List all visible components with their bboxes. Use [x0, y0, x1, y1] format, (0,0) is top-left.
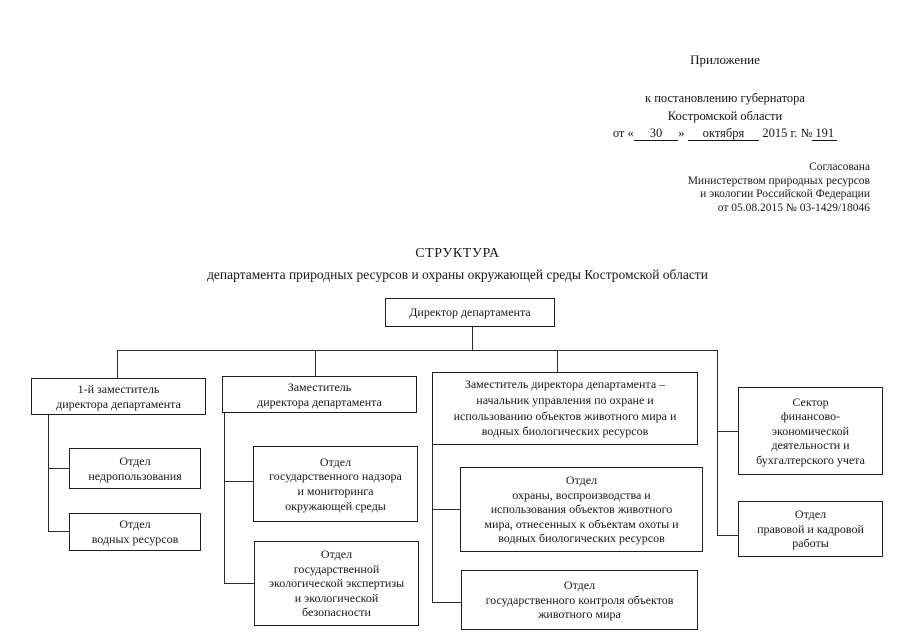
- connector-drop-deputy: [315, 350, 317, 376]
- connector-deputy-trunk: [224, 413, 226, 584]
- org-box-legal-dept: Отдел правовой и кадровой работы: [738, 501, 883, 557]
- document-title: СТРУКТУРА департамента природных ресурсо…: [75, 246, 840, 283]
- approval-block: Согласована Министерством природных ресу…: [545, 161, 870, 215]
- org-box-fauna-protection-dept: Отдел охраны, воспроизводства и использо…: [460, 467, 703, 552]
- date-month-blank: октября: [687, 127, 760, 141]
- appendix-block: к постановлению губернатора Костромской …: [540, 90, 905, 143]
- connector-drop-deputy-head: [557, 350, 559, 372]
- org-box-subsoil-dept: Отдел недропользования: [69, 448, 201, 489]
- connector-stub-supervision: [224, 481, 253, 483]
- date-day-blank: 30: [633, 127, 679, 141]
- connector-deputy-head-trunk: [432, 445, 434, 603]
- connector-director-drop: [472, 327, 474, 350]
- org-box-expertise-dept: Отдел государственной экологической эксп…: [254, 541, 419, 626]
- connector-horizontal-bar: [117, 350, 718, 352]
- org-box-first-deputy: 1-й заместитель директора департамента: [31, 378, 206, 415]
- connector-drop-first-deputy: [117, 350, 119, 378]
- org-box-water-dept: Отдел водных ресурсов: [69, 513, 201, 551]
- connector-first-deputy-trunk: [48, 415, 50, 532]
- connector-stub-subsoil: [48, 468, 69, 470]
- appendix-line-2: Костромской области: [667, 108, 783, 123]
- connector-stub-fauna-control: [432, 602, 461, 604]
- date-year: 2015 г. №: [762, 126, 813, 140]
- connector-stub-expertise: [224, 583, 254, 585]
- date-close-quote: »: [678, 126, 685, 140]
- org-box-supervision-dept: Отдел государственного надзора и монитор…: [253, 446, 418, 522]
- date-prefix: от «: [612, 126, 634, 140]
- connector-right-trunk: [716, 350, 718, 536]
- connector-stub-water: [48, 531, 69, 533]
- org-box-finance-sector: Сектор финансово- экономической деятельн…: [738, 387, 883, 475]
- approval-line-3: и экологии Российской Федерации: [700, 188, 870, 200]
- document-title-sub: департамента природных ресурсов и охраны…: [207, 267, 708, 282]
- approval-line-4: от 05.08.2015 № 03-1429/18046: [717, 201, 870, 214]
- org-box-director: Директор департамента: [385, 298, 555, 327]
- appendix-line-1: к постановлению губернатора: [645, 91, 805, 105]
- connector-stub-finance-sector: [717, 431, 738, 433]
- document-title-main: СТРУКТУРА: [415, 246, 500, 261]
- connector-stub-legal-dept: [717, 535, 738, 537]
- org-box-deputy: Заместитель директора департамента: [222, 376, 417, 413]
- appendix-title: Приложение: [690, 52, 760, 67]
- approval-line-1: Согласована: [809, 161, 870, 173]
- org-box-deputy-head: Заместитель директора департамента – нач…: [432, 372, 698, 445]
- date-number-blank: 191: [812, 127, 838, 141]
- connector-stub-fauna-protection: [432, 509, 460, 511]
- org-box-fauna-control-dept: Отдел государственного контроля объектов…: [461, 570, 698, 630]
- approval-line-2: Министерством природных ресурсов: [687, 174, 870, 187]
